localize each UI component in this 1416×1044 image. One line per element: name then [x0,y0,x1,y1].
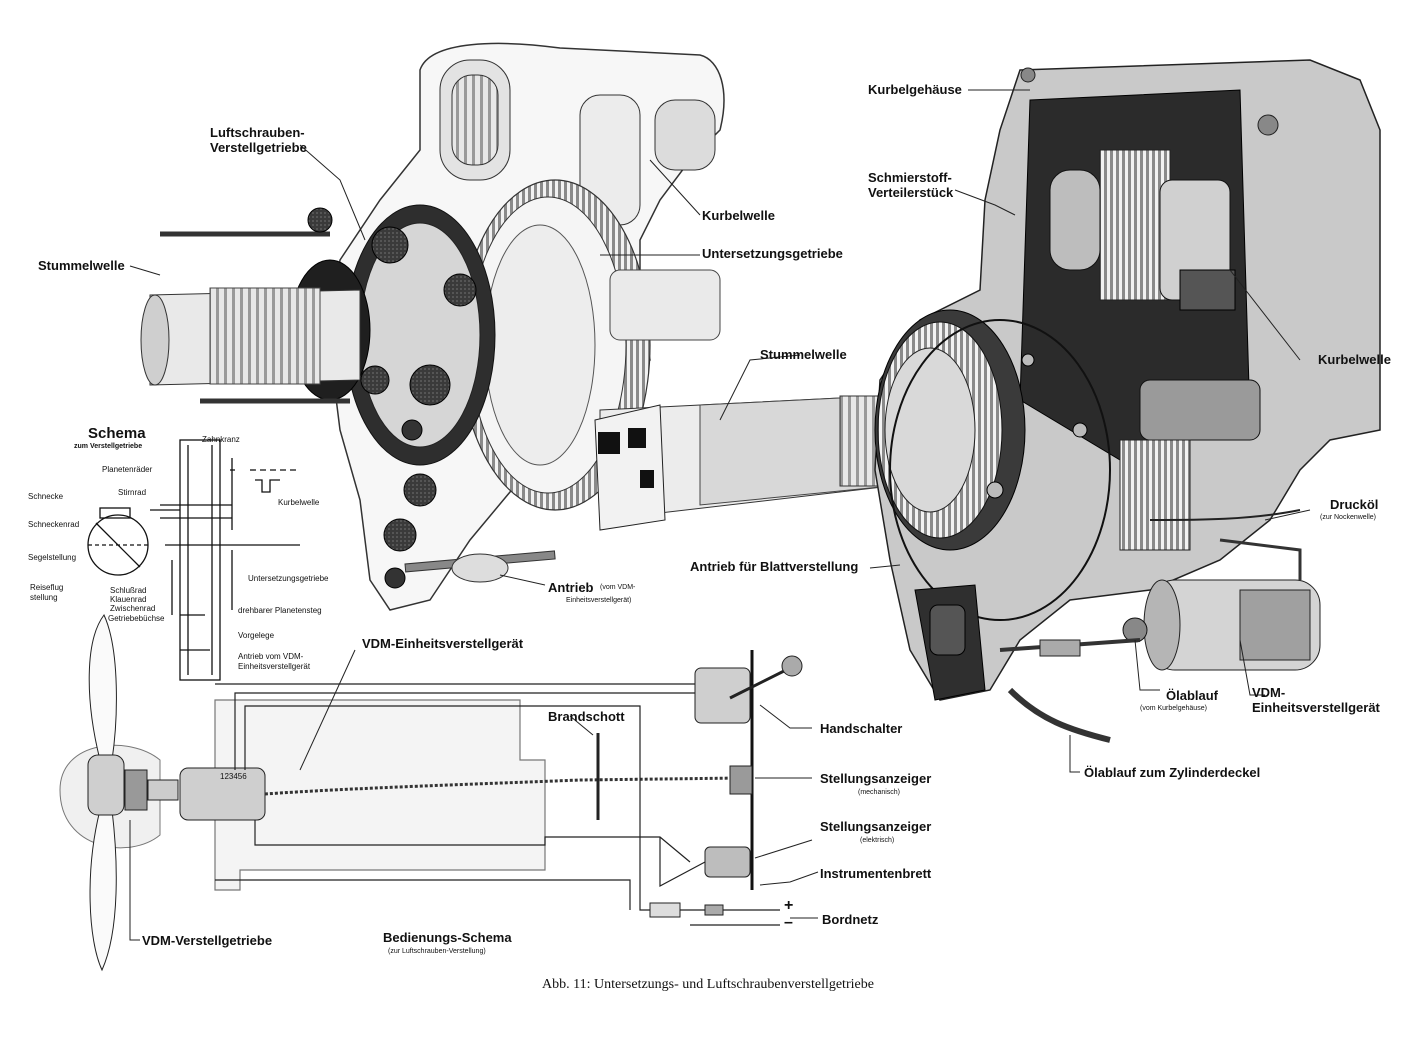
schema-reiseflug: Reiseflug stellung [30,583,64,602]
schema-zahnkranz: Zahnkranz [202,435,240,444]
label-untersetzungsgetriebe: Untersetzungsgetriebe [702,246,843,261]
label-brandschott: Brandschott [548,709,625,724]
device-numbers: 123456 [220,772,247,781]
schema-untersetzungsgetriebe: Untersetzungsgetriebe [248,574,329,583]
label-antrieb-blattverstellung: Antrieb für Blattverstellung [690,559,859,574]
schema-zwischenrad: Zwischenrad [110,604,156,613]
label-stummelwelle-left: Stummelwelle [38,258,125,273]
label-oelablauf-sub: (vom Kurbelgehäuse) [1140,705,1207,712]
figure-caption: Abb. 11: Untersetzungs- und Luftschraube… [542,977,874,992]
label-stellungsanzeiger-mech: Stellungsanzeiger [820,771,932,786]
schema-subtitle: zum Verstellgetriebe [74,443,143,450]
schema-drehbarer-planetensteg: drehbarer Planetensteg [238,606,322,615]
label-antrieb-vdm-sub1: (vom VDM- [600,584,636,591]
label-luftschrauben-verstellgetriebe: Luftschrauben- Verstellgetriebe [210,125,307,155]
label-bordnetz: Bordnetz [822,912,879,927]
drive-gears [383,473,556,589]
operating-schema [59,614,803,972]
schema-planetenraeder: Planetenräder [102,465,153,474]
stub-shaft-center [594,394,901,531]
label-minus: – [784,914,793,931]
label-bedienungs-schema-sub: (zur Luftschrauben-Verstellung) [388,948,486,955]
label-instrumentenbrett: Instrumentenbrett [820,866,932,881]
label-vdm-einheitsverstellgeraet-right: VDM- Einheitsverstellgerät [1252,685,1380,715]
schema-stirnrad: Stirnrad [118,488,147,497]
label-stellungsanzeiger-mech-sub: (mechanisch) [858,789,901,796]
schema-kurbelwelle: Kurbelwelle [278,498,320,507]
label-vdm-einheitsverstellgeraet-top: VDM-Einheitsverstellgerät [362,636,524,651]
schema-schneckenrad: Schneckenrad [28,520,80,529]
label-schmierstoff-verteilerstueck: Schmierstoff- Verteilerstück [868,170,954,200]
label-oelablauf-zylinderdeckel: Ölablauf zum Zylinderdeckel [1084,765,1261,780]
front-flange [874,309,1111,621]
label-stellungsanzeiger-elek: Stellungsanzeiger [820,819,932,834]
label-drucköl: Drucköl [1330,497,1379,512]
label-stellungsanzeiger-elek-sub: (elektrisch) [860,837,895,844]
schema-segelstellung: Segelstellung [28,553,77,562]
vdm-unit-engine [914,509,1321,743]
schema-vorgelege: Vorgelege [238,631,275,640]
label-antrieb-vdm-sub2: Einheitsverstellgerät) [566,597,632,604]
gear-schema [87,439,300,681]
label-stummelwelle-center: Stummelwelle [760,347,847,362]
label-bedienungs-schema: Bedienungs-Schema [383,930,512,945]
label-drucköl-sub: (zur Nockenwelle) [1320,514,1377,521]
engine-crankcase [874,59,1381,701]
label-kurbelwelle-top: Kurbelwelle [702,208,775,223]
label-antrieb-vdm: Antrieb [548,580,594,595]
schema-klauenrad: Klauenrad [110,595,147,604]
label-handschalter: Handschalter [820,721,903,736]
label-vdm-verstellgetriebe: VDM-Verstellgetriebe [142,933,273,948]
schema-schnecke: Schnecke [28,492,64,501]
label-kurbelgehaeuse: Kurbelgehäuse [868,82,962,97]
schema-antrieb-vdm: Antrieb vom VDM- Einheitsverstellgerät [238,652,311,671]
label-kurbelwelle-right: Kurbelwelle [1318,352,1391,367]
stub-shaft-left [140,207,361,404]
label-plus: + [784,897,794,914]
schema-title: Schema [88,425,146,442]
label-oelablauf: Ölablauf [1166,688,1219,703]
schema-schlussrad: Schlußrad [110,586,147,595]
reduction-gear [459,179,651,511]
leader-lines [129,89,1311,941]
schema-getriebebuechse: Getriebebüchse [108,614,165,623]
